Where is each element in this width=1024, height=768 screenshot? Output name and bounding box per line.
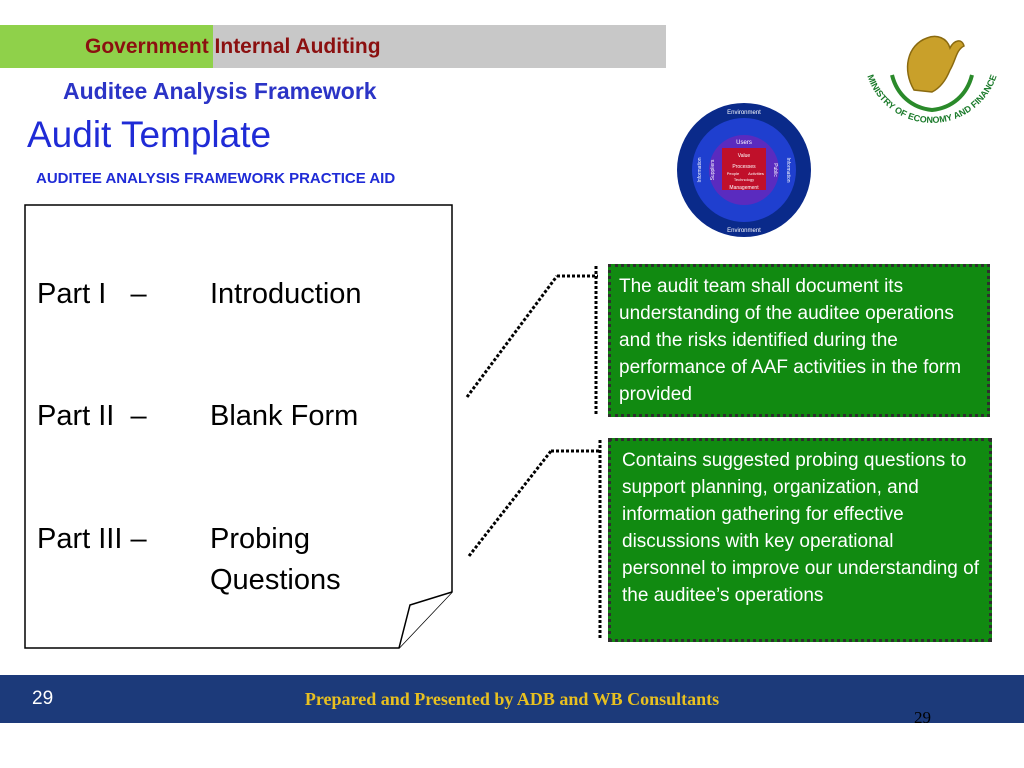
diagram-people: People (727, 171, 740, 176)
diagram-public: Public (772, 163, 778, 177)
document-fold (398, 591, 453, 649)
diagram-env-bottom: Environment (727, 228, 761, 234)
callout-box-questions: Contains suggested probing questions to … (608, 438, 992, 642)
bird-icon (906, 35, 965, 93)
footer-bar: 29 Prepared and Presented by ADB and WB … (0, 675, 1024, 727)
diagram-suppliers: Suppliers (710, 159, 716, 180)
part-1-text: Introduction (210, 278, 362, 310)
diagram-core (722, 148, 766, 190)
part-2-text: Blank Form (210, 400, 359, 432)
slide-subtitle: Auditee Analysis Framework (63, 78, 377, 104)
aaf-diagram: Environment Environment Users Informatio… (677, 103, 811, 237)
slide-title: Audit Template (27, 114, 272, 155)
header-title: Government Internal Auditing (85, 35, 381, 58)
diagram-activities: Activities (748, 171, 764, 176)
header-bar: Government Internal Auditing (0, 25, 666, 68)
connector-bottom (467, 440, 602, 640)
slide-caption: AUDITEE ANALYSIS FRAMEWORK PRACTICE AID (36, 170, 396, 187)
callout-box-form: The audit team shall document its unders… (608, 264, 990, 417)
part-2-label: Part II – (37, 400, 147, 432)
wreath-icon (890, 74, 974, 113)
footer-credit: Prepared and Presented by ADB and WB Con… (304, 689, 720, 709)
diagram-info-right: Information (785, 157, 791, 182)
diagram-technology: Technology (734, 177, 754, 182)
diagram-info-left: Information (697, 157, 703, 182)
part-3-text: Probing (210, 523, 310, 555)
footer-slide-number: 29 (32, 688, 54, 709)
part-3-text-line2: Questions (210, 564, 341, 596)
part-3-label: Part III – (37, 523, 147, 555)
diagram-env-top: Environment (727, 110, 761, 116)
header-accent (0, 25, 213, 68)
diagram-value: Value (738, 153, 751, 159)
diagram-users: Users (736, 140, 752, 146)
footer-page-number: 29 (914, 708, 931, 727)
connector-top (465, 266, 598, 415)
part-1-label: Part I – (37, 278, 147, 310)
diagram-management: Management (729, 185, 759, 191)
diagram-processes: Processes (732, 164, 756, 170)
ministry-logo: MINISTRY OF ECONOMY AND FINANCE (865, 11, 999, 125)
